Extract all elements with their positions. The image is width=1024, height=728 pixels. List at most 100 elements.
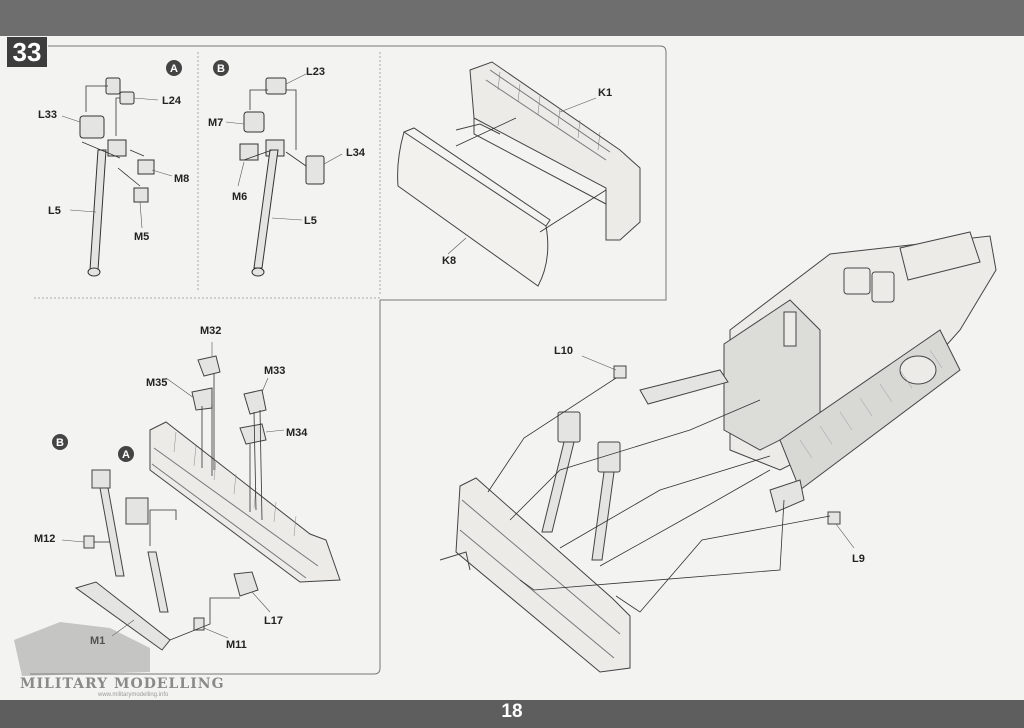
label-m8: M8 bbox=[174, 173, 189, 185]
watermark-url: www.militarymodelling.info bbox=[98, 692, 169, 698]
part-m8 bbox=[137, 159, 155, 175]
label-m1: M1 bbox=[90, 635, 105, 647]
label-k8: K8 bbox=[442, 255, 456, 267]
label-l9: L9 bbox=[852, 553, 865, 565]
cyl-a-rod bbox=[147, 551, 169, 613]
label-m33: M33 bbox=[264, 365, 285, 377]
part-l34 bbox=[305, 155, 325, 185]
assembly-arrows-b bbox=[243, 89, 307, 167]
main-cyl-1-head bbox=[557, 411, 581, 443]
part-m12 bbox=[83, 535, 95, 549]
part-m7 bbox=[243, 111, 265, 133]
part-m33 bbox=[243, 389, 267, 415]
part-l5-a bbox=[89, 149, 107, 271]
leaders-blade bbox=[447, 97, 597, 255]
leaders-main bbox=[581, 355, 855, 549]
page-number: 18 bbox=[501, 701, 523, 722]
variant-label-a-bottom: A bbox=[122, 449, 130, 461]
assembly-arrows-main bbox=[487, 377, 831, 613]
part-l5-b bbox=[253, 149, 279, 269]
part-l9 bbox=[827, 511, 841, 525]
label-m7: M7 bbox=[208, 117, 223, 129]
leaders-b bbox=[225, 73, 343, 221]
exhaust bbox=[783, 311, 797, 347]
ripper-arm bbox=[899, 231, 981, 281]
top-bar bbox=[0, 0, 1024, 36]
assembly-arrows-lower bbox=[94, 509, 240, 641]
label-l5-b: L5 bbox=[304, 215, 317, 227]
label-m11: M11 bbox=[226, 639, 247, 651]
track-links bbox=[799, 349, 943, 459]
label-l34: L34 bbox=[346, 147, 366, 159]
blade-detail bbox=[149, 421, 341, 583]
assembly-arrows-detail bbox=[201, 374, 263, 521]
variant-label-a-top: A bbox=[170, 63, 178, 75]
variant-label-b-bottom: B bbox=[56, 437, 64, 449]
main-cyl-2-rod bbox=[591, 471, 615, 561]
push-arm bbox=[639, 369, 805, 513]
blade-detail-ribs bbox=[173, 431, 297, 537]
variant-badge-a-top bbox=[166, 60, 182, 76]
sprocket bbox=[899, 355, 937, 385]
part-l24-b bbox=[119, 91, 135, 105]
label-l10: L10 bbox=[554, 345, 573, 357]
part-l5-b-end bbox=[251, 267, 265, 277]
variant-badge-a-bottom bbox=[118, 446, 134, 462]
seat-1 bbox=[843, 267, 871, 295]
label-m12: M12 bbox=[34, 533, 55, 545]
cyl-a-head bbox=[125, 497, 149, 525]
part-l24-a bbox=[105, 77, 121, 95]
main-cylinders bbox=[541, 365, 841, 561]
cyl-b-rod bbox=[99, 487, 125, 577]
label-k1: K1 bbox=[598, 87, 612, 99]
variant-label-b-top: B bbox=[217, 63, 225, 75]
part-m32 bbox=[197, 355, 221, 377]
part-m6 bbox=[239, 143, 259, 161]
label-l33: L33 bbox=[38, 109, 57, 121]
main-blade bbox=[439, 477, 631, 673]
panel-border-top bbox=[48, 45, 667, 301]
label-l5-a: L5 bbox=[48, 205, 61, 217]
part-l23 bbox=[265, 77, 287, 95]
part-m11 bbox=[193, 617, 205, 631]
label-m34: M34 bbox=[286, 427, 308, 439]
part-l5-a-end bbox=[87, 267, 101, 277]
label-l17: L17 bbox=[264, 615, 283, 627]
variant-badge-b-top bbox=[213, 60, 229, 76]
cylinder-assembly-b bbox=[239, 77, 325, 277]
panel-border-bottom bbox=[30, 300, 381, 675]
part-head-a bbox=[107, 139, 127, 157]
part-l10 bbox=[613, 365, 627, 379]
label-m6: M6 bbox=[232, 191, 247, 203]
variant-badge-b-bottom bbox=[52, 434, 68, 450]
brackets-m32-m35 bbox=[191, 355, 267, 445]
label-m35: M35 bbox=[146, 377, 167, 389]
main-cyl-1-rod bbox=[541, 441, 575, 533]
leaders-a bbox=[61, 97, 173, 229]
footer-bar bbox=[0, 700, 1024, 728]
part-m34 bbox=[239, 423, 267, 445]
assembly-arrows-blade bbox=[455, 117, 607, 233]
label-m32: M32 bbox=[200, 325, 221, 337]
lower-cylinders bbox=[74, 469, 259, 651]
cylinder-assembly-a bbox=[79, 77, 155, 277]
label-m5: M5 bbox=[134, 231, 149, 243]
part-m5 bbox=[133, 187, 149, 203]
watermark-text: MILITARY MODELLING bbox=[20, 676, 225, 692]
part-l17 bbox=[233, 571, 259, 597]
watermark-tank-icon bbox=[14, 622, 150, 676]
blade-ribs bbox=[497, 71, 601, 151]
assembly-arrows-a bbox=[81, 85, 145, 187]
label-l23: L23 bbox=[306, 66, 325, 78]
seat-2 bbox=[871, 271, 895, 303]
blade-frame-k1 bbox=[455, 61, 641, 241]
cyl-b-head bbox=[91, 469, 111, 489]
step-number: 33 bbox=[7, 37, 47, 67]
blade-plate-k8 bbox=[397, 127, 551, 287]
label-l24: L24 bbox=[162, 95, 182, 107]
part-l33 bbox=[79, 115, 105, 139]
bulldozer-body bbox=[723, 231, 997, 491]
leaders-lower bbox=[61, 342, 285, 639]
